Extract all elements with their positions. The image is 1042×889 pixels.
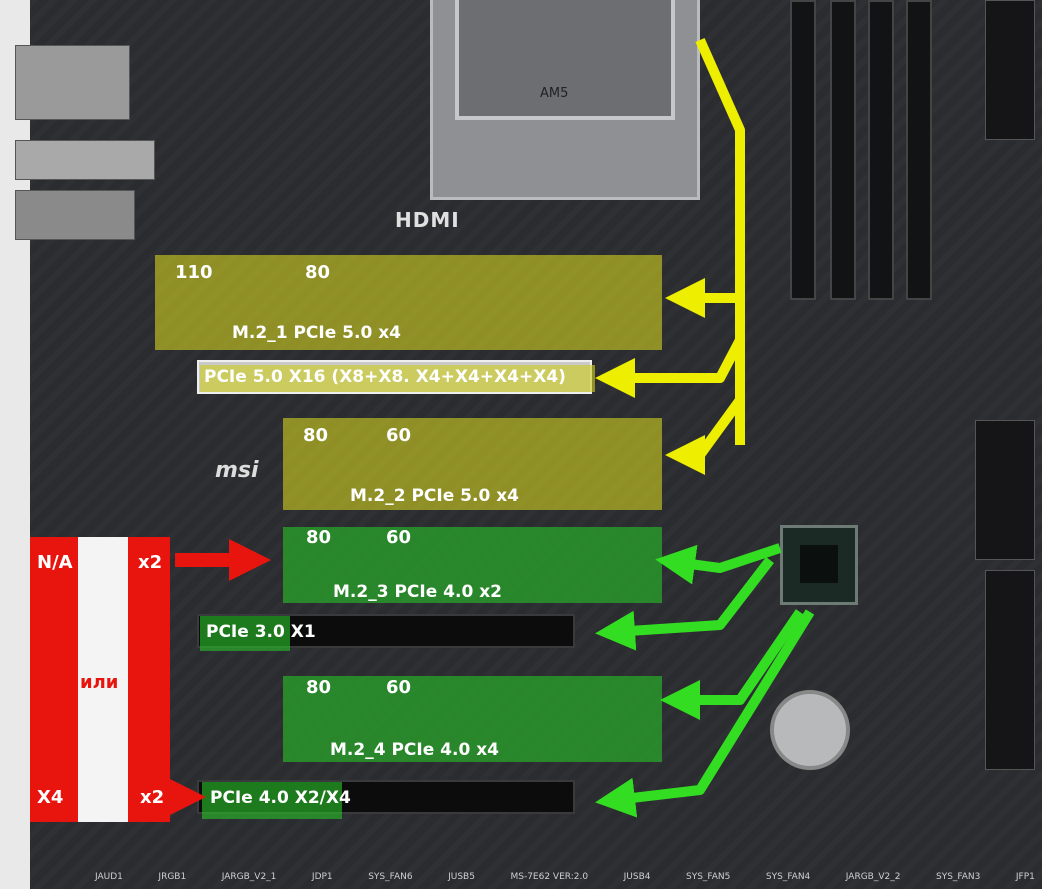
msi-logo: msi xyxy=(215,458,259,483)
m2-3-overlay xyxy=(283,527,662,603)
chipset-die xyxy=(800,545,838,583)
pcie-x1-overlay xyxy=(200,616,290,651)
lane-bottom-left: X4 xyxy=(37,787,64,808)
lane-or: или xyxy=(80,672,119,693)
m2-4-length-80: 80 xyxy=(306,677,332,698)
pcie-x16-label: PCIe 5.0 X16 (X8+X8. X4+X4+X4+X4) xyxy=(204,367,566,387)
bottom-header-labels: JAUD1 JRGB1 JARGB_V2_1 JDP1 SYS_FAN6 JUS… xyxy=(95,872,1035,882)
usb-headers xyxy=(985,570,1035,770)
ram-slot xyxy=(868,0,894,300)
cmos-battery xyxy=(770,690,850,770)
m2-4-length-60: 60 xyxy=(386,677,412,698)
ram-slot xyxy=(790,0,816,300)
arrow-to-m2-3 xyxy=(655,543,782,585)
m2-3-length-80: 80 xyxy=(306,527,332,548)
atx-power-connector xyxy=(985,0,1035,140)
lane-split-stripe xyxy=(78,537,128,822)
header-label: JDP1 xyxy=(311,872,333,882)
socket-label: AM5 xyxy=(540,86,569,101)
hdmi-label: HDMI xyxy=(395,208,460,232)
audio-ports xyxy=(15,190,135,240)
sata-ports xyxy=(975,420,1035,560)
arrow-to-pcie-x16 xyxy=(595,337,745,398)
header-label: JARGB_V2_1 xyxy=(221,872,277,882)
arrow-to-m2-4 xyxy=(660,609,805,720)
header-label: SYS_FAN3 xyxy=(935,872,981,882)
header-label: SYS_FAN4 xyxy=(765,872,811,882)
header-label: JRGB1 xyxy=(158,872,187,882)
m2-2-label: M.2_2 PCIe 5.0 x4 xyxy=(350,486,519,506)
cpu-trunk-arrow xyxy=(695,37,745,445)
m2-1-length-80: 80 xyxy=(305,262,331,283)
m2-2-length-80: 80 xyxy=(303,425,329,446)
header-label: JFP1 xyxy=(1015,872,1035,882)
arrow-to-pcie-x1 xyxy=(595,556,774,651)
chipset-lane-arrows xyxy=(595,543,815,818)
header-label: JUSB4 xyxy=(623,872,651,882)
pcie-x4-overlay xyxy=(202,782,342,819)
m2-3-length-60: 60 xyxy=(386,527,412,548)
m2-1-length-110: 110 xyxy=(175,262,213,283)
m2-3-label: M.2_3 PCIe 4.0 x2 xyxy=(333,582,502,602)
arrow-to-m2-2 xyxy=(665,397,745,475)
pcie-x4-label: PCIe 4.0 X2/X4 xyxy=(210,788,351,808)
pcie-x16-overlay xyxy=(200,365,595,392)
cpu-lane-arrows xyxy=(595,37,745,475)
cpu-socket-frame xyxy=(455,0,675,120)
m2-1-label: M.2_1 PCIe 5.0 x4 xyxy=(232,323,401,343)
m2-1-overlay xyxy=(155,255,662,350)
header-label: SYS_FAN6 xyxy=(368,872,413,882)
header-label: JUSB5 xyxy=(448,872,475,882)
m2-2-length-60: 60 xyxy=(386,425,412,446)
m2-2-overlay xyxy=(283,418,662,510)
m2-4-overlay xyxy=(283,676,662,762)
header-label: JAUD1 xyxy=(95,872,123,882)
lane-top-left: N/A xyxy=(37,552,73,573)
ram-slot xyxy=(906,0,932,300)
wifi-card xyxy=(15,140,155,180)
arrow-to-pcie-x4 xyxy=(595,609,815,818)
lane-top-right: x2 xyxy=(138,552,163,573)
header-label: MS-7E62 VER:2.0 xyxy=(510,872,589,882)
header-label: SYS_FAN5 xyxy=(685,872,731,882)
ram-slot xyxy=(830,0,856,300)
lane-bottom-right: x2 xyxy=(140,787,165,808)
pcie-x1-label: PCIe 3.0 X1 xyxy=(206,622,316,642)
header-label: JARGB_V2_2 xyxy=(845,872,901,882)
usb-port-stack xyxy=(15,45,130,120)
m2-4-label: M.2_4 PCIe 4.0 x4 xyxy=(330,740,499,760)
